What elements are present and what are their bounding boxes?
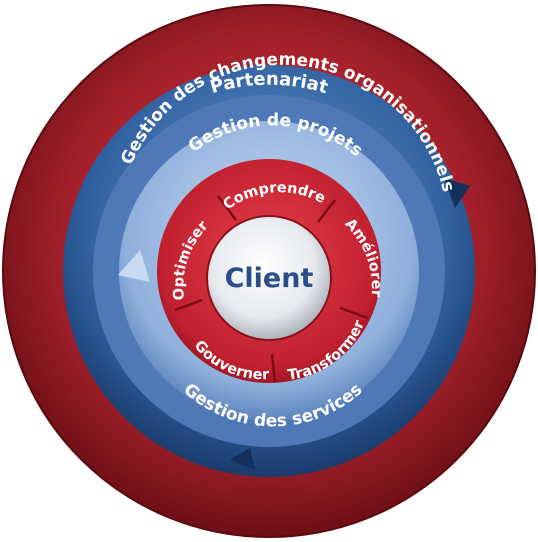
cycle-dividers <box>174 195 369 383</box>
center-circle <box>206 215 332 341</box>
outer-ring-edge <box>2 4 536 538</box>
divider-3 <box>339 306 369 320</box>
ring-change-arrow <box>444 178 470 208</box>
ring-projects-arrow <box>118 250 150 282</box>
ring-change-arrow-2 <box>230 448 255 470</box>
divider-2 <box>317 199 336 223</box>
divider-4 <box>270 353 277 383</box>
divider-1 <box>217 195 237 221</box>
divider-5 <box>174 298 203 312</box>
center-label: Client <box>225 263 314 294</box>
